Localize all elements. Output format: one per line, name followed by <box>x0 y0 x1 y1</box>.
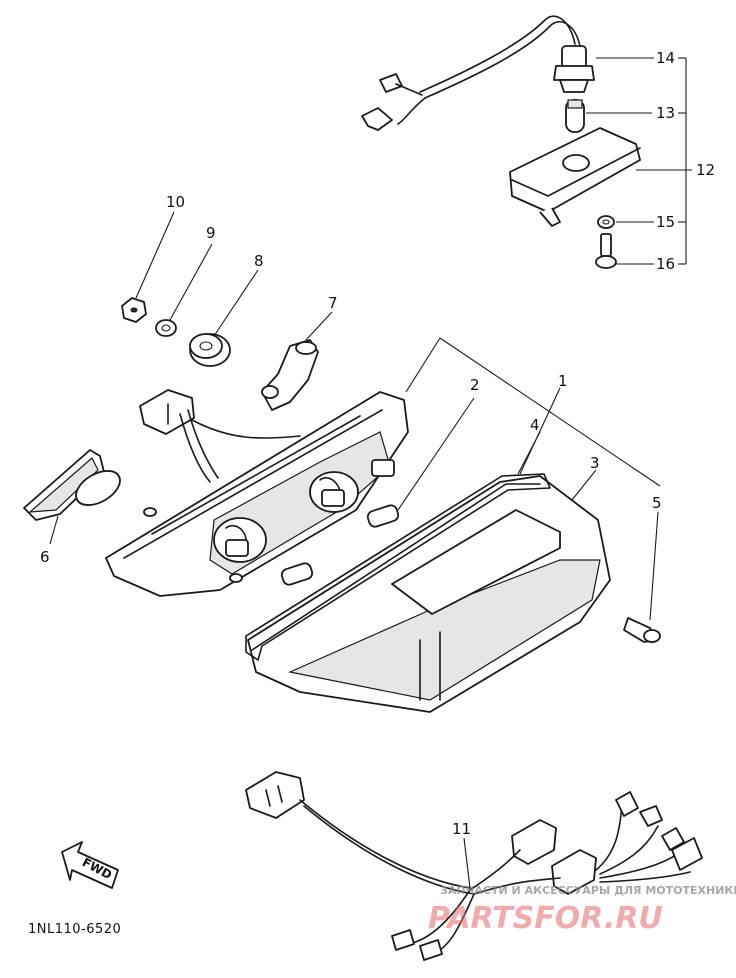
leader-11 <box>463 837 471 889</box>
callout-16: 16 <box>656 255 675 273</box>
callout-12: 12 <box>696 161 715 179</box>
base-wiring-connector <box>139 389 301 483</box>
callout-2: 2 <box>470 376 480 394</box>
callout-4: 4 <box>530 416 540 434</box>
callout-14: 14 <box>656 49 675 67</box>
callout-10: 10 <box>166 193 185 211</box>
callout-15: 15 <box>656 213 675 231</box>
washer-part-9 <box>155 319 177 337</box>
lens-pins <box>280 504 400 586</box>
license-light-wire <box>361 15 581 131</box>
tail-light-lens <box>247 475 611 713</box>
watermark-brand: PARTSFOR.RU <box>428 901 663 936</box>
reflector-part-6 <box>23 449 121 521</box>
screw-part-5 <box>623 617 661 643</box>
screw-part-16 <box>595 233 617 269</box>
leader-10 <box>135 211 175 299</box>
bulb-part-13 <box>565 99 585 133</box>
callout-7: 7 <box>328 294 338 312</box>
washer-part-15 <box>597 215 615 229</box>
nut-part-10 <box>121 297 147 323</box>
callout-8: 8 <box>254 252 264 270</box>
callout-13: 13 <box>656 104 675 122</box>
leader-8 <box>213 269 259 337</box>
callout-6: 6 <box>40 548 50 566</box>
tail-light-base <box>105 391 409 597</box>
leader-9 <box>169 243 213 321</box>
license-lamp-housing-part-12 <box>509 127 641 227</box>
callout-bracket-1-5 <box>397 337 661 621</box>
watermark-tagline: ЗАПЧАСТИ И АКСЕССУАРЫ ДЛЯ МОТОТЕХНИКИ <box>440 884 736 897</box>
callout-11: 11 <box>452 820 471 838</box>
callout-1: 1 <box>558 372 568 390</box>
grommet-part-8 <box>189 333 231 367</box>
bracket-part-7 <box>261 339 319 411</box>
leader-6 <box>49 515 59 545</box>
callout-5: 5 <box>652 494 662 512</box>
forward-direction-arrow: FWD <box>61 841 119 889</box>
leader-7 <box>305 311 333 341</box>
socket-part-14 <box>553 45 595 93</box>
callout-bracket-12-16 <box>586 57 692 265</box>
diagram-code: 1NL110-6520 <box>28 922 121 937</box>
callout-9: 9 <box>206 224 216 242</box>
wiring-harness-part-11 <box>245 771 703 961</box>
lens-gasket-part-4 <box>245 473 551 661</box>
callout-3: 3 <box>590 454 600 472</box>
